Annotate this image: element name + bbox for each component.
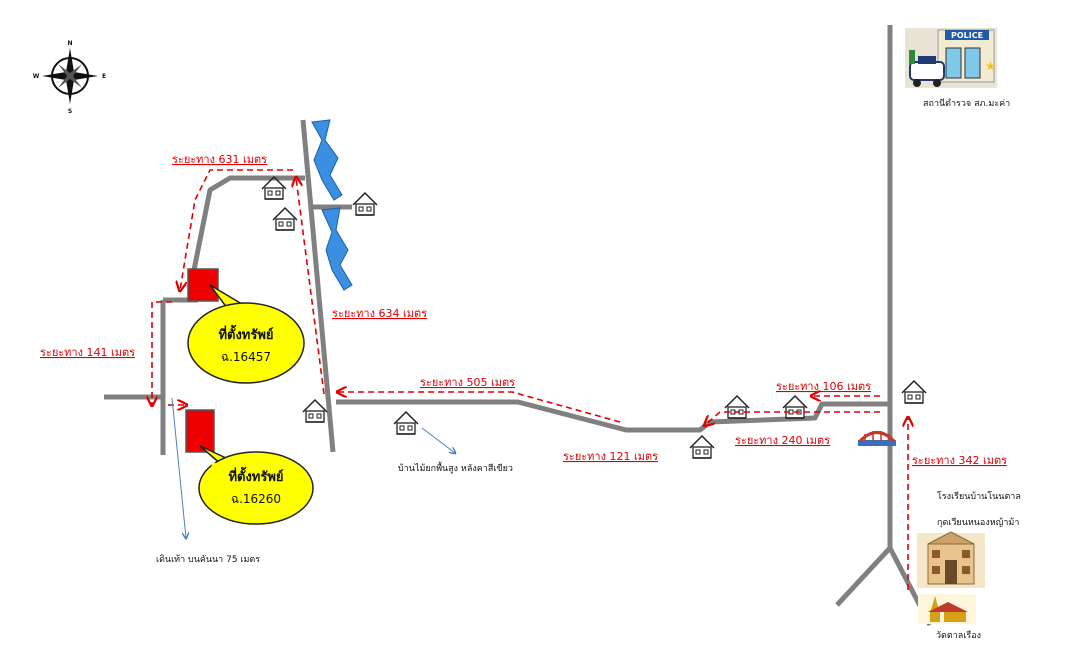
distance-label-342: ระยะทาง 342 เมตร (912, 454, 1007, 467)
distance-label-505: ระยะทาง 505 เมตร (420, 376, 515, 389)
parcel-callout-16260: ที่ตั้งทรัพย์ ฉ.16260 (198, 445, 314, 525)
house-icon (724, 395, 750, 419)
temple-icon (918, 594, 976, 624)
parcel-number: ฉ.16457 (221, 350, 271, 364)
house-icon (272, 207, 298, 231)
compass-e: E (102, 73, 106, 80)
bridge-icon (858, 431, 896, 446)
school-icon (917, 531, 985, 588)
svg-text:★: ★ (985, 59, 996, 73)
distance-label-141: ระยะทาง 141 เมตร (40, 346, 135, 359)
police-station-icon: POLICE ★ (905, 28, 997, 88)
parcel-number: ฉ.16260 (231, 492, 281, 506)
house-icon (782, 395, 808, 419)
parcel-16457-marker (187, 268, 219, 302)
walk-note-arrow (171, 397, 186, 538)
distance-label-631: ระยะทาง 631 เมตร (172, 153, 267, 166)
parcel-title: ที่ตั้งทรัพย์ (228, 466, 283, 485)
school-label-line1: โรงเรียนบ้านโนนตาล (937, 491, 1021, 502)
water-bodies (311, 119, 353, 291)
parcel-title: ที่ตั้งทรัพย์ (218, 324, 273, 343)
police-sign: POLICE (951, 31, 983, 40)
distance-label-240: ระยะทาง 240 เมตร (735, 434, 830, 447)
parcel-16260-marker (185, 409, 215, 453)
distance-label-634: ระยะทาง 634 เมตร (332, 307, 427, 320)
house-icon (393, 411, 419, 435)
house-icon (689, 435, 715, 459)
house-note-arrow (421, 427, 455, 453)
compass-rose: N S E W (33, 40, 106, 115)
compass-s: S (68, 108, 72, 115)
temple-label: วัดตาลเรือง (936, 630, 981, 641)
house-icon (352, 192, 378, 216)
house-icon (901, 380, 927, 404)
compass-w: W (33, 73, 40, 80)
parcel-callout-16457: ที่ตั้งทรัพย์ ฉ.16457 (187, 284, 305, 384)
distance-label-106: ระยะทาง 106 เมตร (776, 380, 871, 393)
route-lines (152, 169, 908, 590)
walk-note: เดินเท้า บนคันนา 75 เมตร (156, 554, 260, 565)
compass-n: N (67, 40, 72, 47)
house-icon (302, 399, 328, 423)
distance-label-121: ระยะทาง 121 เมตร (563, 450, 658, 463)
police-station-label: สถานีตำรวจ สภ.มะค่า (923, 98, 1010, 109)
school-label-line2: กุดเวียนหนองหญ้าม้า (937, 517, 1019, 528)
house-note: บ้านไม้ยกพื้นสูง หลังคาสีเขียว (398, 461, 513, 474)
